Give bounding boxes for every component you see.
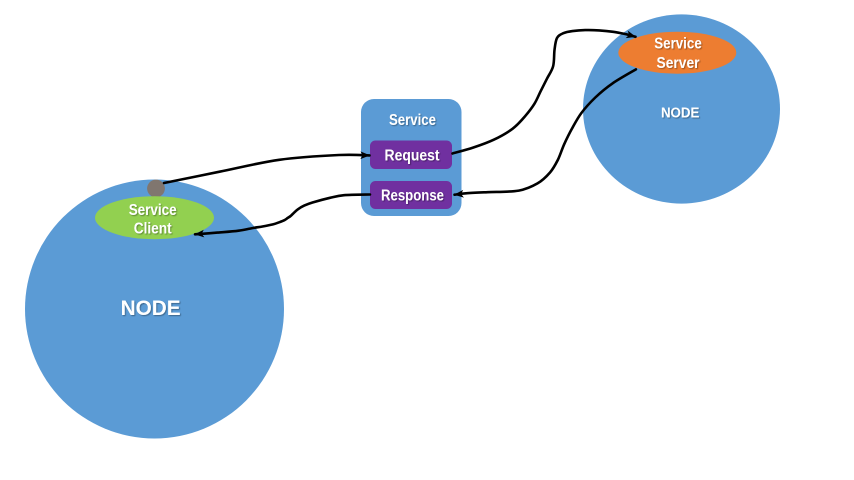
svg-text:Service: Service — [129, 202, 177, 219]
svg-text:Server: Server — [657, 55, 700, 72]
svg-text:Client: Client — [134, 221, 172, 238]
svg-text:Request: Request — [385, 147, 440, 164]
svg-text:Service: Service — [389, 112, 436, 129]
svg-text:Service: Service — [654, 36, 702, 53]
svg-text:Response: Response — [381, 187, 444, 204]
svg-text:NODE: NODE — [661, 106, 700, 122]
svg-text:NODE: NODE — [121, 296, 181, 320]
